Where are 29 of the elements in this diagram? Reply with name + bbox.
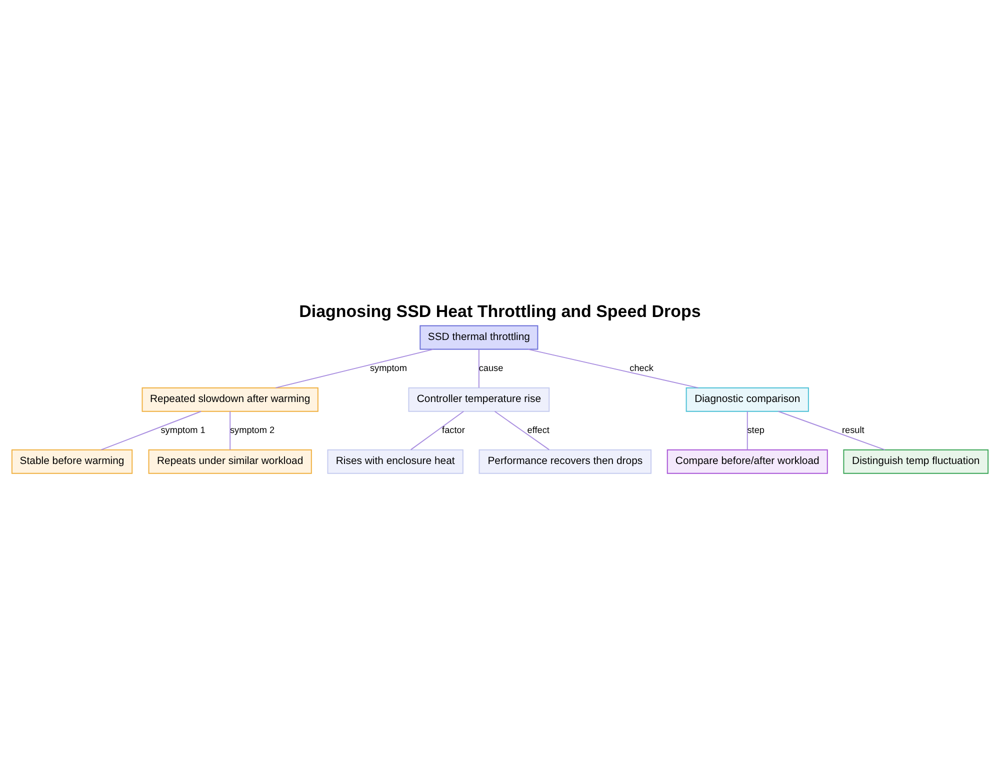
node-box: Repeated slowdown after warming <box>142 386 318 412</box>
edge-label: symptom <box>370 362 407 372</box>
connector <box>528 348 699 388</box>
node-box: Performance recovers then drops <box>478 448 652 474</box>
edge-label: result <box>842 424 864 435</box>
node-box: SSD thermal throttling <box>420 324 538 350</box>
node-box: Compare before/after workload <box>666 448 828 474</box>
edge-label: cause <box>478 362 504 372</box>
node-box: Stable before warming <box>11 448 133 474</box>
edge-label: effect <box>527 424 550 435</box>
node-box: Rises with enclosure heat <box>327 448 464 474</box>
node-box: Repeats under similar workload <box>148 448 312 474</box>
connector <box>778 410 886 450</box>
edge-label: symptom 2 <box>230 424 275 435</box>
connector <box>230 410 231 450</box>
node-box: Controller temperature rise <box>408 386 550 412</box>
edge-label: symptom 1 <box>160 424 206 435</box>
node-box: Distinguish temp fluctuation <box>843 448 989 474</box>
connector <box>100 410 202 450</box>
connector <box>746 410 748 450</box>
connector <box>410 410 464 450</box>
edge-label: factor <box>442 424 465 435</box>
connector <box>478 348 480 388</box>
edge-label: check <box>630 362 654 372</box>
connector <box>275 348 434 388</box>
node-box: Diagnostic comparison <box>686 386 809 412</box>
edge-label: step <box>747 424 764 435</box>
connector <box>494 410 550 450</box>
diagram-title: Diagnosing SSD Heat Throttling and Speed Drops <box>299 302 701 321</box>
